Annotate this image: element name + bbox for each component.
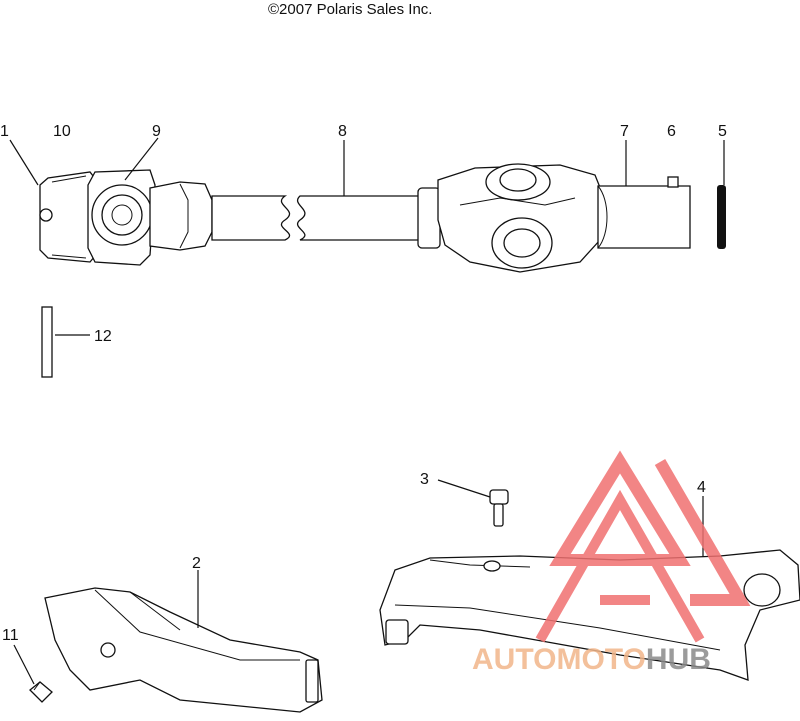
shaft-tube	[211, 195, 421, 241]
callout-2: 2	[192, 555, 201, 572]
callout-8: 8	[338, 123, 347, 140]
bolt-part-3	[489, 489, 509, 527]
right-collar	[417, 187, 441, 249]
callout-12: 12	[94, 328, 112, 345]
watermark-text: AUTOMOTOHUB	[472, 643, 711, 676]
left-guard	[44, 587, 323, 713]
watermark: AUTOMOTOHUB	[472, 450, 751, 676]
callout-1: 1	[0, 123, 9, 140]
callout-4: 4	[697, 479, 706, 496]
copyright-text: ©2007 Polaris Sales Inc.	[268, 1, 432, 18]
callout-6: 6	[667, 123, 676, 140]
callout-5: 5	[718, 123, 727, 140]
right-u-joint	[437, 163, 606, 273]
strip-part	[41, 306, 53, 378]
left-coupling	[149, 181, 213, 251]
watermark-hub: HUB	[646, 643, 711, 676]
watermark-logo-icon	[535, 450, 751, 643]
grease-fitting	[667, 176, 679, 188]
slip-yoke-tube	[597, 176, 691, 249]
callout-7: 7	[620, 123, 629, 140]
drive-shaft-assembly	[39, 163, 726, 273]
callout-3: 3	[420, 471, 429, 488]
callout-10: 10	[53, 123, 71, 140]
left-u-joint	[87, 169, 156, 266]
pin-part	[717, 185, 726, 249]
callout-numbers: 1 10 9 8 7 6 5 12 3 4 2 11	[0, 123, 727, 644]
watermark-moto: MOTO	[556, 643, 645, 676]
right-guard	[379, 549, 800, 681]
callout-11: 11	[2, 627, 19, 644]
bolt-part-11	[29, 681, 53, 703]
watermark-auto: AUTO	[472, 643, 556, 676]
callout-9: 9	[152, 123, 161, 140]
